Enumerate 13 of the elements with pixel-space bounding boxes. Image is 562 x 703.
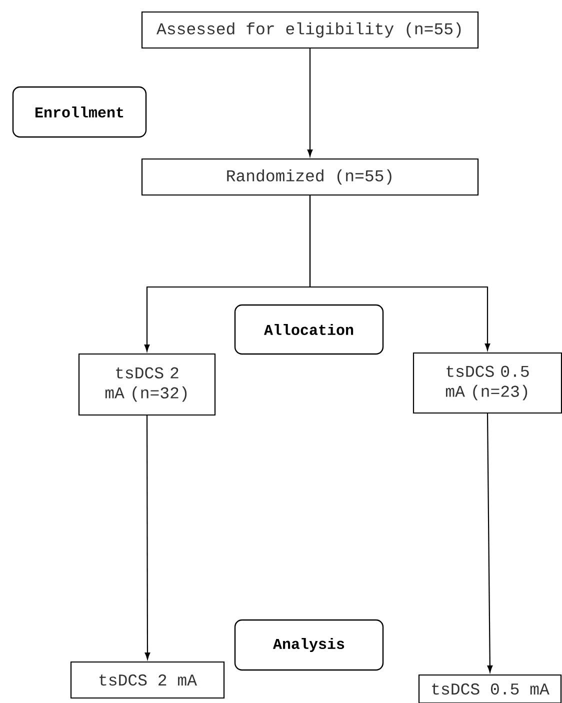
flow-box: tsDCS 2 mA (n=32) bbox=[78, 353, 216, 416]
arrow bbox=[144, 416, 150, 660]
flow-box: Assessed for eligibility (n=55) bbox=[141, 11, 479, 49]
arrow bbox=[309, 196, 490, 350]
phase-label-box: Analysis bbox=[234, 619, 384, 671]
flow-box: tsDCS 0.5 mA (n=23) bbox=[412, 352, 562, 414]
phase-label-box: Enrollment bbox=[12, 86, 147, 138]
phase-label-box: Allocation bbox=[234, 304, 384, 355]
flow-box: tsDCS 2 mA bbox=[70, 661, 225, 699]
flow-box: Randomized (n=55) bbox=[141, 158, 479, 196]
arrow bbox=[307, 48, 313, 156]
arrow bbox=[486, 414, 493, 672]
flow-box: tsDCS 0.5 mA bbox=[418, 674, 562, 703]
